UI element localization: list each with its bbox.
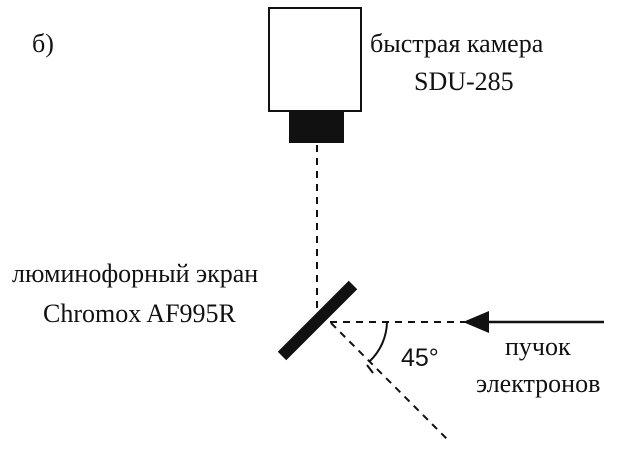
camera-name-line1: быстрая камера	[370, 29, 544, 58]
phosphor-screen	[277, 280, 358, 361]
beam-arrowhead-icon	[463, 311, 489, 333]
camera-lens	[289, 112, 344, 143]
beam-name-line1: пучок	[505, 332, 571, 361]
camera-body	[268, 7, 362, 112]
beam-name-line2: электронов	[476, 369, 600, 398]
screen-name-line1: люминофорный экран	[12, 259, 258, 288]
panel-label: б)	[32, 29, 54, 58]
angle-arc	[369, 321, 388, 362]
screen-name-line2: Chromox AF995R	[43, 299, 237, 328]
angle-arc-tick	[366, 364, 374, 374]
reflected-dashed-path	[330, 322, 449, 441]
camera-name-line2: SDU-285	[414, 67, 514, 96]
angle-label: 45°	[401, 344, 439, 372]
